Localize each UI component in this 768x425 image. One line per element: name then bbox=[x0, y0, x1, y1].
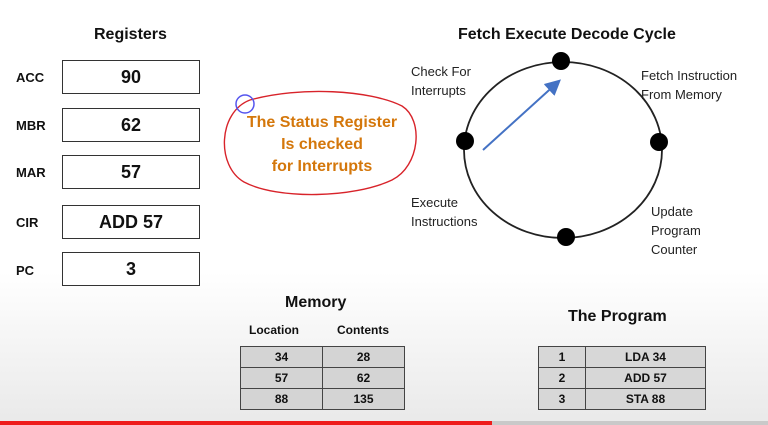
memory-contents-cell: 62 bbox=[322, 367, 405, 389]
label-check-line-2: Interrupts bbox=[411, 83, 466, 98]
memory-location-cell: 88 bbox=[240, 388, 323, 410]
label-update-program-counter: Update Program Counter bbox=[651, 202, 701, 259]
cycle-node-bottom bbox=[557, 228, 575, 246]
label-execute-instructions: Execute Instructions bbox=[411, 193, 477, 231]
register-value-acc: 90 bbox=[62, 60, 200, 94]
memory-title: Memory bbox=[285, 294, 347, 311]
registers-title: Registers bbox=[94, 26, 167, 43]
memory-location-cell: 57 bbox=[240, 367, 323, 389]
register-label-pc: PC bbox=[16, 263, 35, 278]
cycle-node-right bbox=[650, 133, 668, 151]
label-execute-line-1: Execute bbox=[411, 195, 458, 210]
program-instruction: LDA 34 bbox=[585, 346, 706, 368]
annotation-ellipse bbox=[223, 90, 417, 196]
video-progress-fill bbox=[0, 421, 492, 425]
label-fetch-line-2: From Memory bbox=[641, 87, 722, 102]
cycle-ring bbox=[463, 61, 663, 239]
cycle-node-top bbox=[552, 52, 570, 70]
label-check-for-interrupts: Check For Interrupts bbox=[411, 62, 471, 100]
memory-column-contents: Contents bbox=[337, 323, 389, 337]
program-row: 1 LDA 34 bbox=[538, 346, 706, 368]
cycle-title: Fetch Execute Decode Cycle bbox=[458, 26, 676, 43]
program-line-number: 1 bbox=[538, 346, 586, 368]
program-instruction: ADD 57 bbox=[585, 367, 706, 389]
memory-row: 88 135 bbox=[240, 388, 405, 410]
annotation-line-2: Is checked bbox=[281, 136, 363, 153]
label-execute-line-2: Instructions bbox=[411, 214, 478, 229]
program-row: 3 STA 88 bbox=[538, 388, 706, 410]
memory-contents-cell: 135 bbox=[322, 388, 405, 410]
program-table: 1 LDA 34 2 ADD 57 3 STA 88 bbox=[538, 346, 706, 410]
program-line-number: 3 bbox=[538, 388, 586, 410]
program-title: The Program bbox=[568, 308, 667, 325]
register-value-cir: ADD 57 bbox=[62, 205, 200, 239]
annotation-line-3: for Interrupts bbox=[271, 158, 373, 175]
cycle-node-left bbox=[456, 132, 474, 150]
register-value-mbr: 62 bbox=[62, 108, 200, 142]
program-instruction: STA 88 bbox=[585, 388, 706, 410]
memory-table: 34 28 57 62 88 135 bbox=[240, 346, 405, 410]
annotation-text: The Status Register Is checked for Inter… bbox=[236, 112, 408, 178]
label-fetch-line-1: Fetch Instruction bbox=[641, 68, 738, 83]
memory-contents-cell: 28 bbox=[322, 346, 405, 368]
label-fetch-instruction: Fetch Instruction From Memory bbox=[641, 66, 737, 104]
register-label-mbr: MBR bbox=[16, 118, 46, 133]
annotation-line-1: The Status Register bbox=[246, 114, 398, 131]
register-value-pc: 3 bbox=[62, 252, 200, 286]
annotation-pointer-circle bbox=[235, 94, 255, 114]
memory-row: 57 62 bbox=[240, 367, 405, 389]
register-value-mar: 57 bbox=[62, 155, 200, 189]
cycle-hand-arrow bbox=[482, 79, 561, 151]
memory-column-location: Location bbox=[249, 323, 299, 337]
program-line-number: 2 bbox=[538, 367, 586, 389]
memory-location-cell: 34 bbox=[240, 346, 323, 368]
video-progress-bar[interactable] bbox=[0, 421, 768, 425]
register-label-cir: CIR bbox=[16, 215, 39, 230]
memory-row: 34 28 bbox=[240, 346, 405, 368]
register-label-acc: ACC bbox=[16, 70, 45, 85]
program-row: 2 ADD 57 bbox=[538, 367, 706, 389]
label-update-line-2: Program bbox=[651, 223, 701, 238]
label-check-line-1: Check For bbox=[411, 64, 471, 79]
label-update-line-1: Update bbox=[651, 204, 693, 219]
register-label-mar: MAR bbox=[16, 165, 46, 180]
label-update-line-3: Counter bbox=[651, 242, 698, 257]
